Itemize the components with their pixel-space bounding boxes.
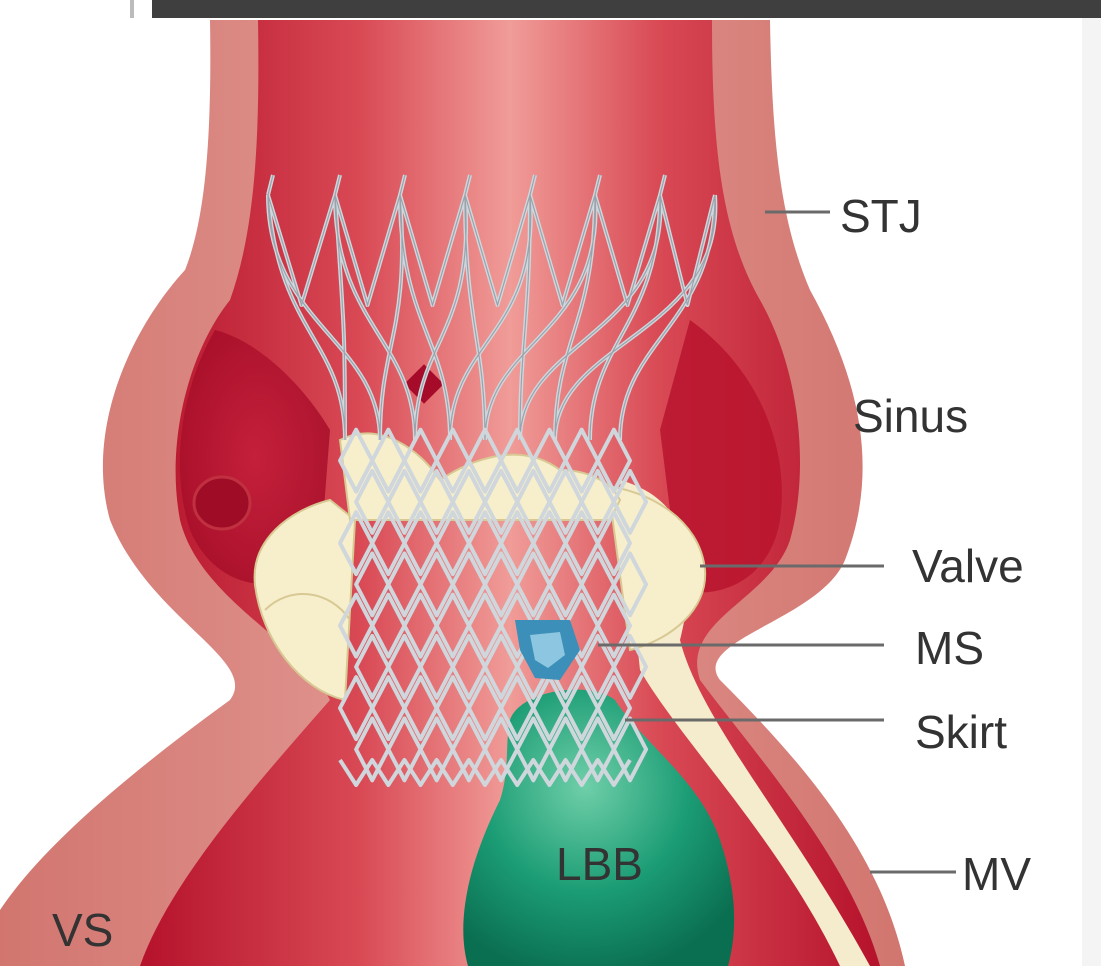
label-sinus: Sinus (853, 390, 968, 442)
label-skirt: Skirt (915, 706, 1007, 758)
coronary-ostium (194, 477, 250, 529)
right-margin (1082, 18, 1101, 966)
top-bar-dark (152, 0, 1101, 18)
label-mv: MV (962, 848, 1031, 900)
label-stj: STJ (840, 190, 922, 242)
label-vs: VS (52, 904, 113, 956)
label-lbb: LBB (556, 838, 643, 890)
label-ms: MS (915, 622, 984, 674)
top-bar-divider (130, 0, 134, 18)
label-valve: Valve (912, 540, 1024, 592)
